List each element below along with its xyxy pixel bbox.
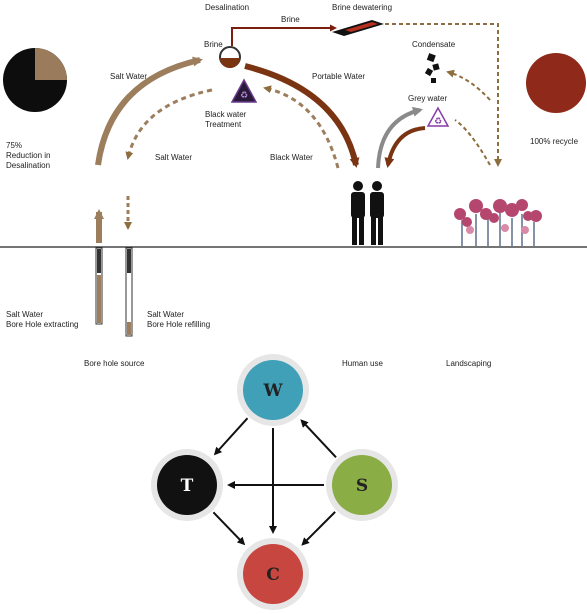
- label-salt-water-down: Salt Water: [155, 153, 193, 162]
- black-water-return-arc: [263, 85, 340, 169]
- label-landscaping: Landscaping: [446, 359, 492, 368]
- condensate-arrow: [446, 69, 491, 101]
- label-reduction-1: Reduction in: [6, 151, 51, 160]
- salt-water-arc: [95, 56, 203, 166]
- node-label-W: W: [262, 381, 283, 401]
- edge-S-W: [300, 419, 337, 458]
- dewatering-to-landscaping-arrow: [385, 23, 502, 167]
- label-desalination: Desalination: [205, 3, 250, 12]
- edge-W-T: [213, 417, 249, 456]
- label-bore-refill-1: Salt Water: [147, 310, 185, 319]
- label-black-water-treatment-2: Treatment: [205, 120, 242, 129]
- node-T: T: [151, 449, 223, 521]
- condensate-icon: [424, 53, 440, 83]
- grey-water-recycle-icon: ♻: [426, 106, 450, 127]
- reduction-pie-chart: [3, 48, 67, 112]
- node-label-C: C: [266, 565, 280, 585]
- label-portable-water: Portable Water: [312, 72, 366, 81]
- label-brine: Brine: [204, 40, 223, 49]
- salt-water-return-arc: [125, 88, 213, 160]
- node-label-S: S: [356, 476, 368, 496]
- label-bore-extract-1: Salt Water: [6, 310, 44, 319]
- label-black-water-treatment-1: Black water: [205, 110, 247, 119]
- brine-arrow: [231, 24, 337, 46]
- recycle-circle: [526, 53, 586, 113]
- bore-hole-extracting: [95, 247, 103, 325]
- svg-text:♻: ♻: [434, 117, 442, 127]
- label-bore-source: Bore hole source: [84, 359, 145, 368]
- black-water-treatment-icon: ♻: [230, 78, 258, 103]
- node-label-T: T: [181, 476, 194, 496]
- landscaping-plants-icon: [454, 199, 542, 246]
- node-C: C: [237, 538, 309, 610]
- label-brine-dewatering: Brine dewatering: [332, 3, 393, 12]
- label-condensate: Condensate: [412, 40, 456, 49]
- label-bore-extract-2: Bore Hole extracting: [6, 320, 79, 329]
- graph-edges: [212, 417, 337, 546]
- pie-remaining-slice: [35, 48, 67, 80]
- graph-nodes: W T S C: [151, 354, 398, 610]
- landscaping-to-grey-arrow: [454, 119, 491, 166]
- label-recycle: 100% recycle: [530, 137, 579, 146]
- portable-water-arc: [244, 63, 360, 168]
- label-salt-water-up: Salt Water: [110, 72, 148, 81]
- label-bore-refill-2: Bore Hole refilling: [147, 320, 211, 329]
- human-figures-icon: [351, 181, 384, 245]
- label-grey-water: Grey water: [408, 94, 448, 103]
- edge-S-C: [301, 511, 336, 546]
- label-reduction-pct: 75%: [6, 141, 23, 150]
- node-W: W: [237, 354, 309, 426]
- desalination-icon: [219, 46, 241, 68]
- bore-hole-refilling: [125, 247, 133, 337]
- label-brine-line: Brine: [281, 15, 300, 24]
- node-S: S: [326, 449, 398, 521]
- label-black-water: Black Water: [270, 153, 313, 162]
- svg-text:♻: ♻: [240, 91, 248, 101]
- label-reduction-2: Desalination: [6, 161, 51, 170]
- grey-water-return-arc: [384, 126, 426, 168]
- grey-water-arc: [376, 106, 423, 169]
- label-human-use: Human use: [342, 359, 383, 368]
- edge-T-C: [212, 511, 246, 546]
